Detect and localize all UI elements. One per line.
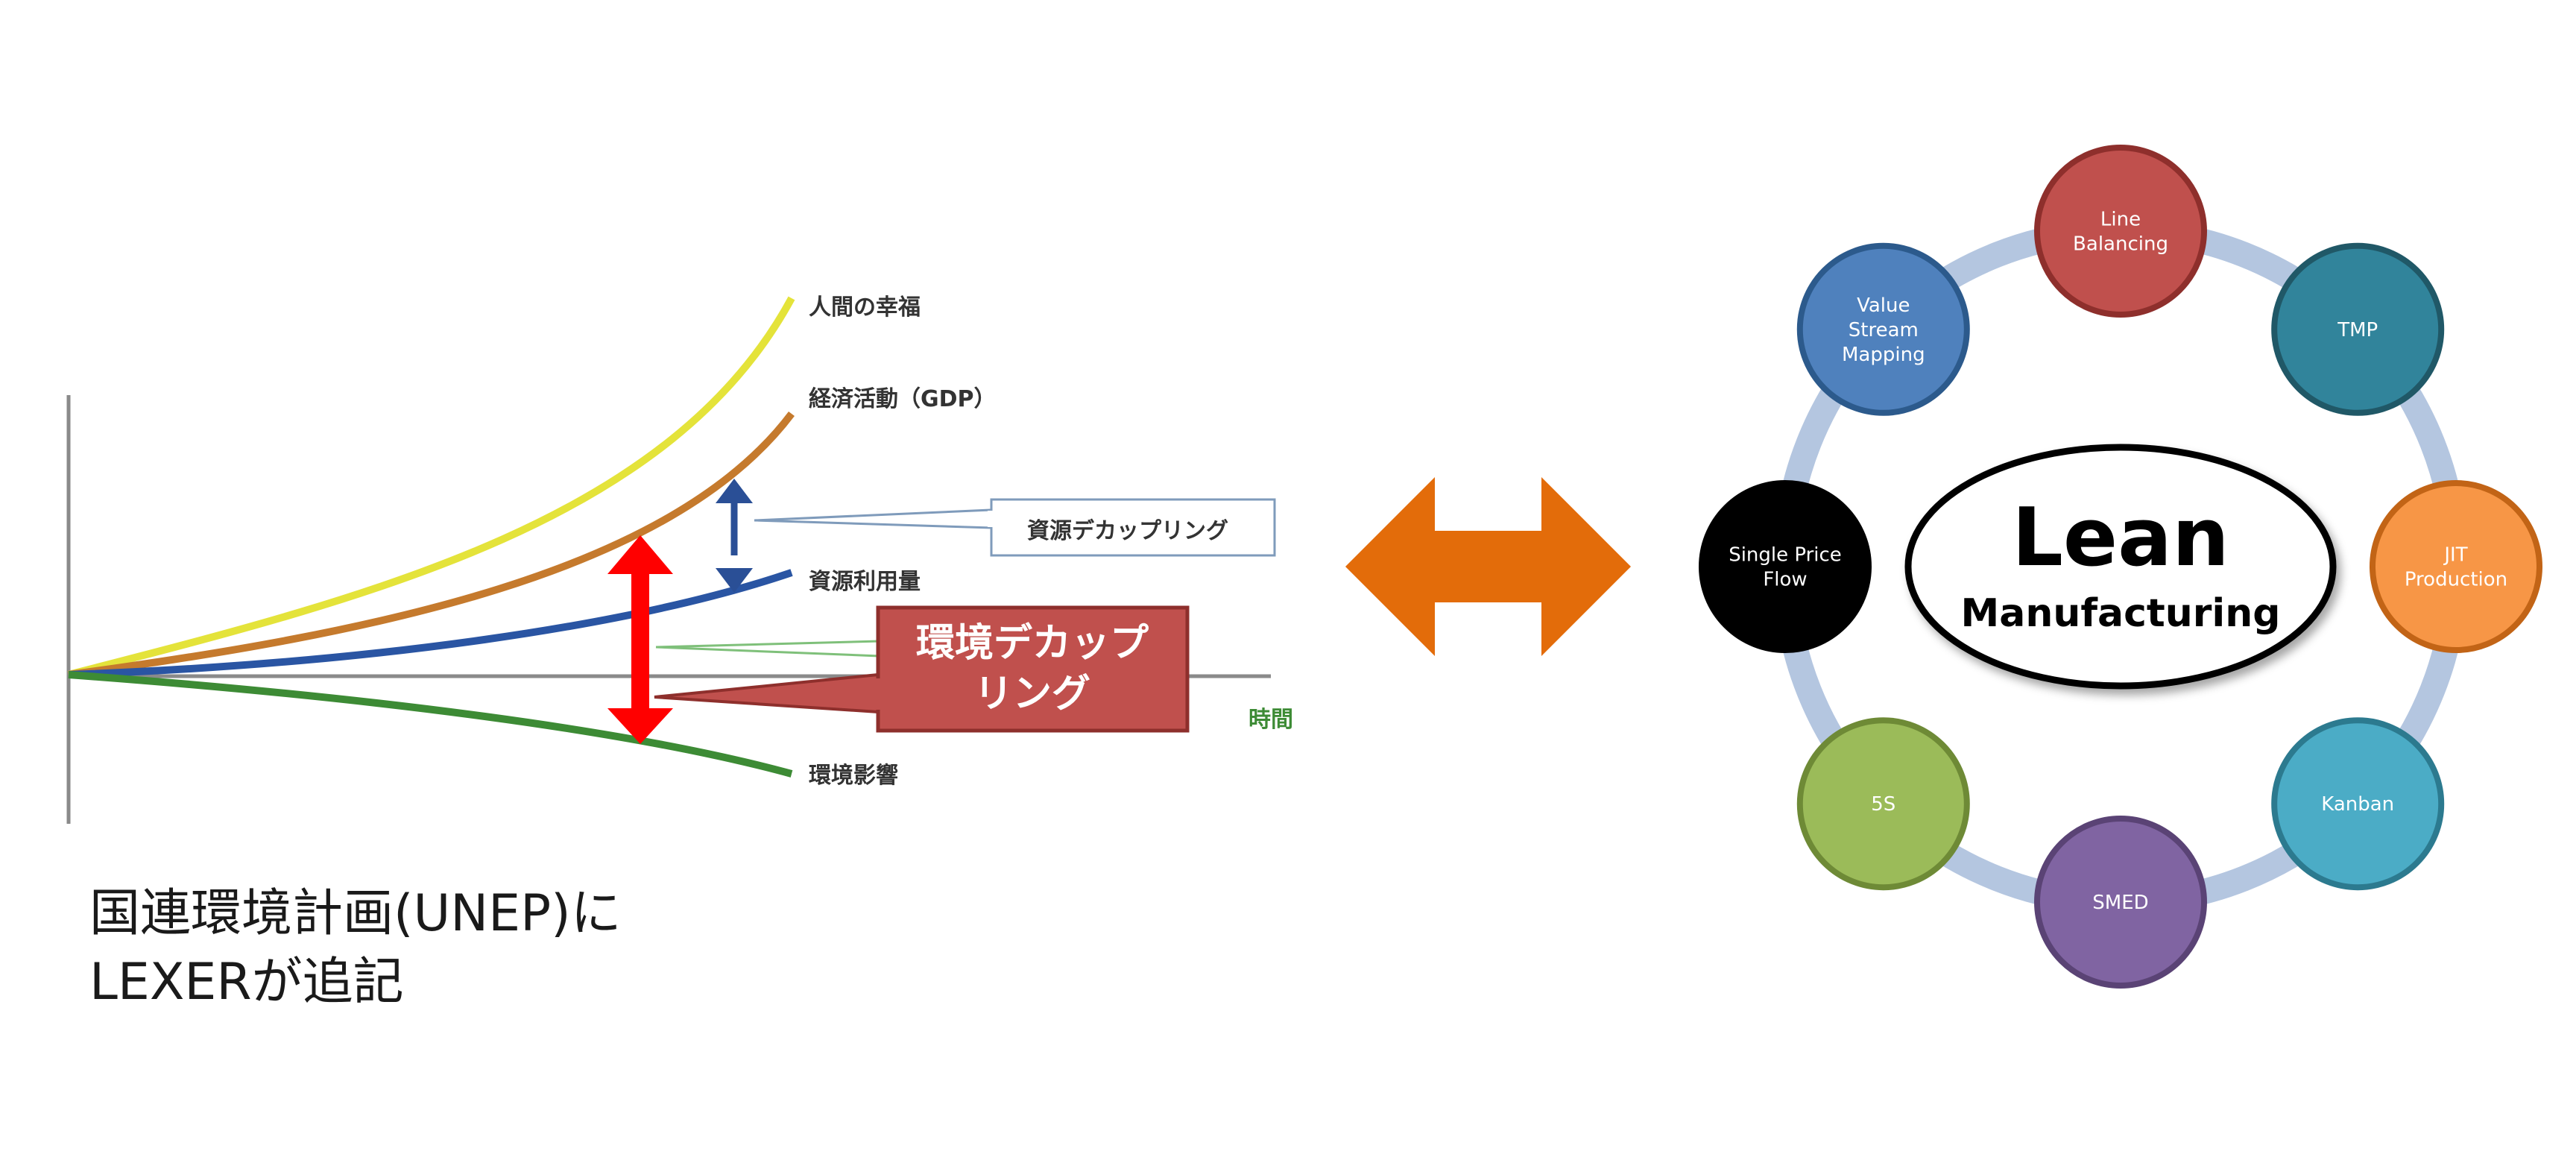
bidirectional-arrow-icon <box>1345 477 1631 656</box>
lean-node-label: Value <box>1857 294 1910 317</box>
caption: 国連環境計画(UNEP)に LEXERが追記 <box>89 880 622 1017</box>
lean-node-circle <box>1699 480 1872 653</box>
lean-node-circle <box>2271 717 2445 891</box>
green-guide-line-1 <box>655 640 880 649</box>
x-axis-label-time: 時間 <box>1248 707 1293 733</box>
lean-node-label: SMED <box>2092 892 2148 914</box>
lean-node-label: Single Price <box>1729 544 1842 567</box>
lean-node-5s: 5S <box>1796 717 1970 891</box>
env-decoupling-label-line1: 環境デカップ <box>916 621 1149 666</box>
label-wellbeing: 人間の幸福 <box>809 294 921 321</box>
lean-node-tmp: TMP <box>2271 242 2445 416</box>
lean-node-circle <box>1796 717 1970 891</box>
caption-line-2: LEXERが追記 <box>89 953 404 1012</box>
caption-line-1: 国連環境計画(UNEP)に <box>89 884 622 943</box>
label-env-impact: 環境影響 <box>809 763 898 789</box>
gdp-curve <box>68 411 795 678</box>
lean-node-circle <box>2034 145 2207 318</box>
lean-node-label: Mapping <box>1842 344 1925 366</box>
resource-decoupling-callout: 資源デカップリング <box>754 498 1276 557</box>
env-impact-curve <box>68 671 793 778</box>
env-decoupling-label-line2: リング <box>974 672 1090 716</box>
lean-node-label: 5S <box>1871 793 1895 816</box>
resource-use-curve <box>68 569 793 678</box>
decoupling-chart: 人間の幸福 経済活動（GDP） 資源利用量 環境影響 時間 資源デカップリング <box>66 294 1293 824</box>
lean-node-label: JIT <box>2443 544 2467 567</box>
lean-node-label: Kanban <box>2321 793 2394 816</box>
lean-center-title: Lean <box>2012 491 2229 584</box>
lean-center <box>1904 444 2337 690</box>
env-decoupling-callout: 環境デカップ リング <box>654 605 1190 733</box>
resource-decoupling-label: 資源デカップリング <box>1027 518 1228 544</box>
lean-node-label: Line <box>2100 209 2141 231</box>
lean-node-label: Stream <box>1849 319 1919 341</box>
lean-center-subtitle: Manufacturing <box>1961 591 2281 636</box>
lean-node-smed: SMED <box>2034 816 2207 989</box>
lean-node-circle <box>2034 816 2207 989</box>
label-gdp: 経済活動（GDP） <box>809 386 997 412</box>
resource-decoupling-arrow <box>716 479 753 593</box>
label-resource-use: 資源利用量 <box>809 569 921 595</box>
lean-node-label: Flow <box>1763 569 1807 591</box>
lean-node-label: Production <box>2405 569 2507 591</box>
env-decoupling-arrow <box>607 535 673 744</box>
lean-node-label: TMP <box>2337 319 2378 341</box>
lean-node-circle <box>1796 242 1970 416</box>
lean-node-label: Balancing <box>2073 233 2168 256</box>
lean-node-circle <box>2370 480 2542 653</box>
lean-node-kanban: Kanban <box>2271 717 2445 891</box>
green-guide-line-2 <box>655 646 880 658</box>
wellbeing-curve <box>67 296 795 678</box>
lean-node-circle <box>2271 242 2445 416</box>
